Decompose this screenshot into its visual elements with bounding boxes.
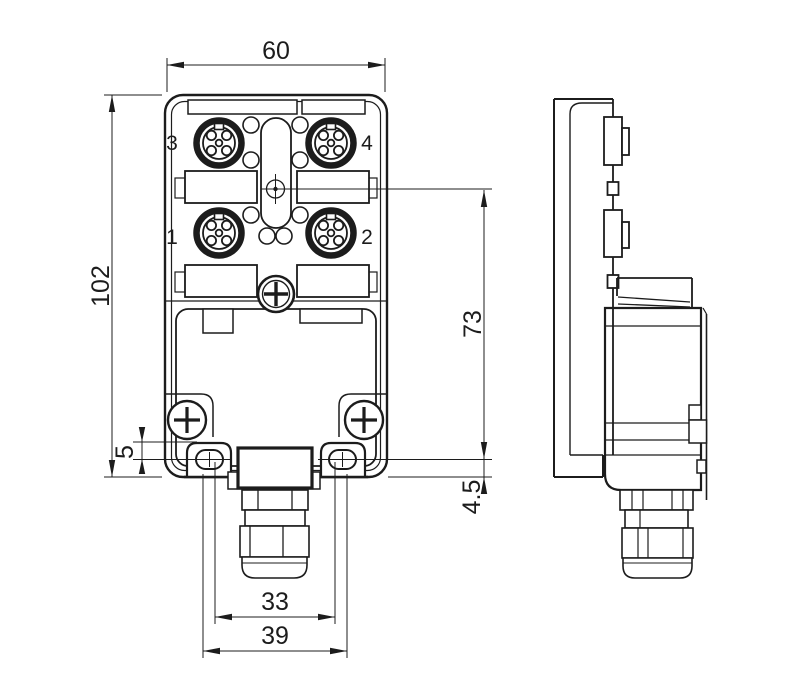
m12-port-4: [305, 117, 357, 169]
cable-gland-front: [227, 446, 321, 579]
side-housing: [603, 306, 708, 500]
dim-port-to-mount: 73: [261, 188, 492, 459]
label-plates-row2: [174, 264, 378, 298]
corner-bracket-left: [166, 393, 214, 437]
m12-port-3: [193, 117, 245, 169]
side-latch-step: [688, 404, 702, 421]
m12-port-1: [193, 207, 245, 259]
keyway-notch: [325, 212, 337, 221]
side-latch: [688, 419, 708, 444]
side-clip-lower: [606, 274, 620, 289]
label-plates-row1: [174, 170, 378, 204]
front-view: 3 4 1 2: [133, 93, 492, 579]
side-lid: [616, 277, 693, 308]
dim-overall-height: 102: [87, 94, 162, 478]
port-label-3: 3: [166, 132, 178, 155]
dim-port-to-mount-label: 73: [459, 310, 487, 338]
side-view: [553, 98, 708, 579]
dimension-annotations: 60 102 73 4.5: [87, 37, 492, 658]
port-label-1: 1: [166, 226, 178, 249]
dim-mount-slot: 5: [111, 427, 197, 474]
port-label-2: 2: [361, 226, 373, 249]
center-slot: [260, 117, 292, 229]
dim-mount-slot-label: 5: [111, 445, 139, 459]
dim-overall-width: 60: [166, 37, 386, 92]
side-latch-small: [696, 459, 707, 474]
top-label-strip: [187, 99, 366, 115]
m12-port-2: [305, 207, 357, 259]
dim-hole-spacing: 33 39: [202, 462, 348, 658]
mounting-ears: [133, 441, 492, 479]
corner-screw-right: [343, 399, 385, 441]
dim-overall-height-label: 102: [87, 265, 115, 307]
keyway-notch: [325, 122, 337, 131]
keyway-notch: [213, 122, 225, 131]
dim-mount-to-base: 4.5: [388, 459, 492, 514]
gland-flange: [236, 446, 314, 490]
corner-screw-left: [166, 399, 208, 441]
dim-mount-to-base-label: 4.5: [458, 480, 486, 515]
keyway-notch: [213, 212, 225, 221]
corner-bracket-right: [338, 393, 386, 437]
side-connector-stubs: [603, 116, 630, 289]
side-clip-upper: [606, 181, 620, 196]
lid-tab-left: [202, 308, 234, 334]
dim-hole-spacing-outer-label: 39: [261, 622, 289, 650]
vent-holes: [242, 116, 309, 245]
center-screw: [256, 274, 296, 314]
lid-tab-right: [299, 308, 363, 324]
cable-gland-side: [619, 489, 694, 579]
dim-overall-width-label: 60: [262, 37, 290, 65]
port-label-4: 4: [361, 132, 373, 155]
dim-hole-spacing-inner-label: 33: [261, 588, 289, 616]
